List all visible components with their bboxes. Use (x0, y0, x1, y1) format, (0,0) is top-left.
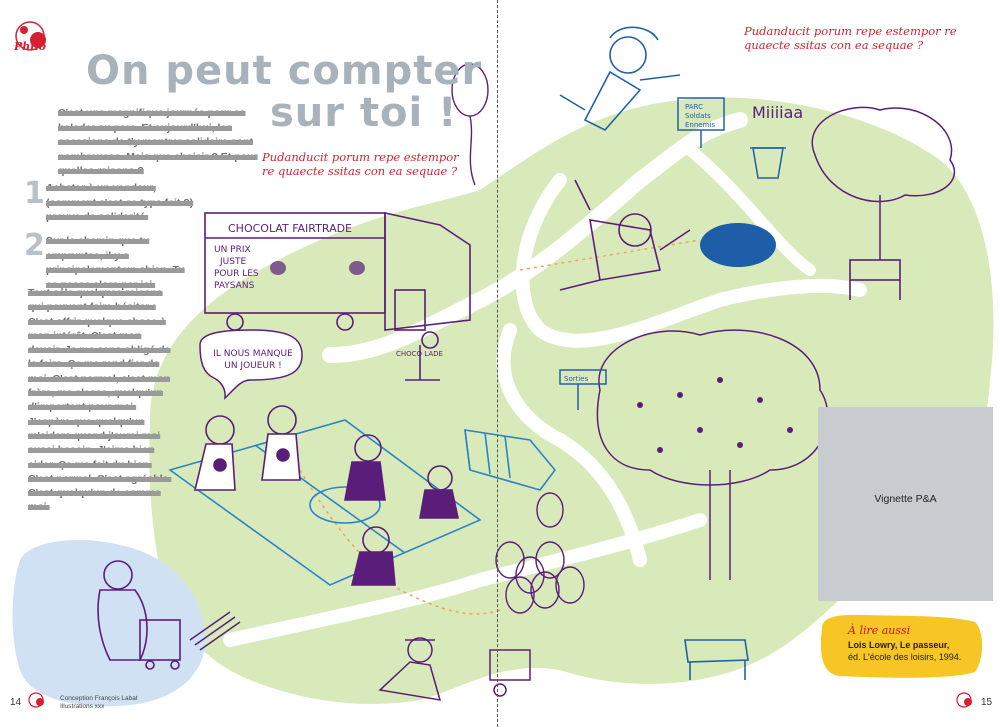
vignette-placeholder: Vignette P&A (818, 407, 993, 601)
bench-right (849, 259, 901, 300)
kiosk-counter-line-4: PAYSANS (214, 281, 255, 291)
further-reading-publisher: éd. L'école des loisirs, 1994. (848, 652, 962, 662)
point-number-2: 2 (24, 228, 45, 263)
cat-sound-text: Miiiiaa (752, 103, 803, 122)
further-reading-title: À lire aussi (848, 624, 911, 637)
dotted-trail (299, 469, 501, 615)
body-paragraph: Tout cela quelques raisons qui peuvent f… (28, 287, 172, 514)
park-lawn (149, 97, 994, 704)
park-sign-line-3: Ennemis (685, 121, 715, 129)
balloons (451, 63, 585, 614)
credits-line-1: Conception François Labat (60, 695, 138, 702)
kiosk-counter-line-3: POUR LES (214, 269, 259, 279)
further-reading-book: Lois Lowry, Le passeur, (848, 640, 950, 650)
post-it-blob (820, 614, 983, 678)
park-sign-line-1: PARC (685, 103, 703, 111)
kiosk-counter-line-1: UN PRIX (214, 245, 251, 255)
bench-bottom (684, 639, 749, 680)
tree-right (811, 106, 956, 260)
park-sign (677, 97, 725, 148)
page-title-line-1: On peut compter (86, 48, 483, 94)
further-reading-note: À lire aussi Lois Lowry, Le passeur, éd.… (822, 618, 982, 674)
blue-goal (464, 429, 557, 491)
folio-logo-right (956, 692, 972, 708)
speech-bubble-text: IL NOUS MANQUE UN JOUEUR ! (213, 349, 293, 371)
dotted-trail-2 (519, 239, 701, 271)
intro-paragraph: C'est une magnifique journée pour se bal… (58, 107, 258, 177)
man-with-hat (378, 637, 442, 701)
kiosk-jars (270, 261, 365, 275)
trash-can (750, 147, 786, 179)
kiosk-sign-text: CHOCOLAT FAIRTRADE (228, 222, 352, 235)
speech-bubble (199, 329, 303, 400)
philo-logo (15, 21, 46, 51)
park-path-main (322, 112, 748, 363)
elderly-figure (97, 560, 181, 670)
signpost (559, 369, 607, 410)
balloon-cart (489, 649, 531, 697)
walking-sticks (189, 611, 241, 651)
kiosk-counter-line-2: JUSTE (219, 257, 246, 267)
credits: Conception François Labat Illustrations … (60, 695, 138, 711)
point-text-1: Acheter à un vendeur, (comment c'est ce … (46, 182, 194, 223)
children-figures (193, 405, 459, 586)
park-sign-line-2: Soldats (685, 112, 711, 120)
lying-kid (559, 179, 691, 291)
folio-logo-left (28, 692, 44, 708)
park-path-center (496, 323, 647, 567)
section-tag: Philo (14, 40, 46, 53)
running-boy (559, 26, 681, 131)
page-fold (497, 0, 498, 727)
page-number-right: 15 (981, 697, 993, 708)
credits-line-2: Illustrations xxx (60, 703, 105, 710)
shadow-blob (12, 540, 206, 707)
signpost-text: Sorties (564, 375, 589, 383)
point-text-2: Sur le chemin que tu empruntes, il y a p… (46, 235, 185, 291)
park-path-loop (515, 173, 867, 348)
kiosk-door-text: CHOCO LADE (396, 350, 443, 358)
park-path-right (684, 144, 816, 276)
placeholder-text-left: Pudanducit porum repe estempor re quaect… (262, 150, 459, 178)
vignette-label: Vignette P&A (874, 493, 937, 505)
page-title-line-2: sur toi ! (270, 90, 458, 136)
apples (637, 377, 793, 453)
placeholder-text-right: Pudanducit porum repe estempor re quaect… (744, 24, 957, 52)
chocolate-kiosk (204, 212, 471, 381)
point-number-1: 1 (24, 176, 45, 211)
pond (700, 223, 776, 267)
page-number-left: 14 (10, 697, 22, 708)
